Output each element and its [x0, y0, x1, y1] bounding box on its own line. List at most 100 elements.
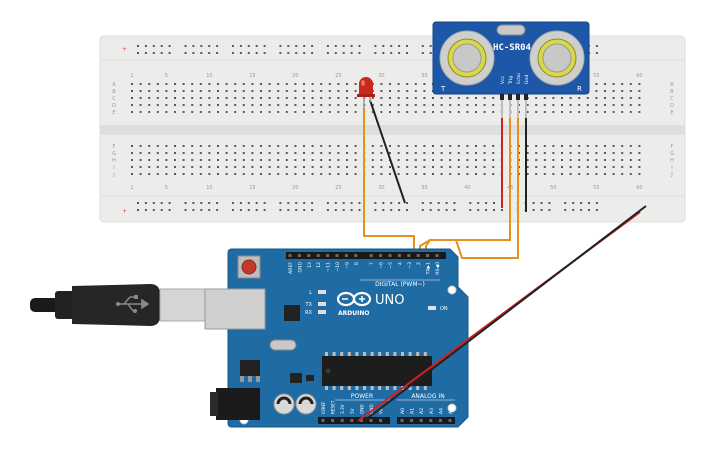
- breadboard-hole[interactable]: [328, 145, 331, 147]
- breadboard-hole[interactable]: [191, 152, 194, 154]
- breadboard-hole[interactable]: [191, 90, 194, 92]
- dc-power-jack[interactable]: [216, 388, 260, 420]
- breadboard-hole[interactable]: [440, 111, 443, 113]
- rail-hole[interactable]: [200, 52, 203, 54]
- breadboard-hole[interactable]: [311, 90, 314, 92]
- breadboard-hole[interactable]: [131, 152, 133, 154]
- breadboard-hole[interactable]: [199, 83, 202, 85]
- breadboard-hole[interactable]: [449, 159, 452, 161]
- breadboard-hole[interactable]: [131, 90, 133, 92]
- breadboard-hole[interactable]: [165, 111, 168, 113]
- breadboard-hole[interactable]: [242, 83, 245, 85]
- breadboard-hole[interactable]: [569, 104, 572, 106]
- breadboard-hole[interactable]: [423, 173, 426, 175]
- breadboard-hole[interactable]: [380, 166, 383, 168]
- breadboard-hole[interactable]: [604, 145, 606, 147]
- breadboard-hole[interactable]: [552, 97, 555, 99]
- breadboard-hole[interactable]: [234, 159, 237, 161]
- breadboard-hole[interactable]: [423, 104, 426, 106]
- rail-hole[interactable]: [168, 209, 171, 211]
- breadboard-hole[interactable]: [337, 152, 340, 154]
- rail-hole[interactable]: [287, 52, 290, 54]
- breadboard-hole[interactable]: [174, 159, 176, 161]
- rail-hole[interactable]: [532, 209, 535, 211]
- rail-hole[interactable]: [326, 202, 329, 204]
- breadboard-hole[interactable]: [217, 104, 219, 106]
- sensor-pin-leg[interactable]: [509, 100, 511, 118]
- breadboard-hole[interactable]: [139, 173, 142, 175]
- breadboard-hole[interactable]: [242, 111, 245, 113]
- breadboard-hole[interactable]: [208, 159, 211, 161]
- digital-pin-hole[interactable]: [354, 254, 358, 257]
- breadboard-hole[interactable]: [552, 111, 555, 113]
- breadboard-hole[interactable]: [406, 173, 409, 175]
- rail-hole[interactable]: [390, 52, 393, 54]
- breadboard-hole[interactable]: [208, 90, 211, 92]
- breadboard-hole[interactable]: [406, 111, 409, 113]
- rail-hole[interactable]: [421, 202, 424, 204]
- breadboard-hole[interactable]: [543, 145, 546, 147]
- breadboard-hole[interactable]: [414, 173, 417, 175]
- breadboard-hole[interactable]: [277, 97, 280, 99]
- breadboard-hole[interactable]: [483, 104, 486, 106]
- breadboard-hole[interactable]: [414, 152, 417, 154]
- analog-pin-hole[interactable]: [448, 419, 452, 422]
- breadboard-hole[interactable]: [234, 145, 237, 147]
- breadboard-hole[interactable]: [320, 145, 323, 147]
- breadboard-hole[interactable]: [389, 111, 391, 113]
- breadboard-hole[interactable]: [629, 97, 632, 99]
- breadboard-hole[interactable]: [492, 152, 495, 154]
- breadboard-hole[interactable]: [629, 104, 632, 106]
- breadboard-hole[interactable]: [638, 104, 641, 106]
- breadboard-hole[interactable]: [268, 111, 271, 113]
- breadboard-hole[interactable]: [303, 97, 305, 99]
- rail-hole[interactable]: [421, 45, 424, 47]
- breadboard-hole[interactable]: [612, 83, 615, 85]
- analog-pin-hole[interactable]: [419, 419, 423, 422]
- breadboard-hole[interactable]: [294, 145, 297, 147]
- breadboard-hole[interactable]: [440, 152, 443, 154]
- breadboard-hole[interactable]: [174, 111, 176, 113]
- breadboard-hole[interactable]: [208, 111, 211, 113]
- breadboard-hole[interactable]: [199, 145, 202, 147]
- breadboard-hole[interactable]: [337, 159, 340, 161]
- breadboard-hole[interactable]: [311, 152, 314, 154]
- breadboard-hole[interactable]: [492, 104, 495, 106]
- breadboard-hole[interactable]: [260, 166, 262, 168]
- breadboard-hole[interactable]: [449, 111, 452, 113]
- breadboard-hole[interactable]: [569, 97, 572, 99]
- breadboard-hole[interactable]: [449, 104, 452, 106]
- rail-hole[interactable]: [532, 202, 535, 204]
- breadboard-hole[interactable]: [260, 111, 262, 113]
- breadboard-hole[interactable]: [242, 152, 245, 154]
- breadboard-hole[interactable]: [165, 97, 168, 99]
- power-pin-hole[interactable]: [331, 419, 335, 422]
- power-pin-hole[interactable]: [350, 419, 354, 422]
- digital-pin-hole[interactable]: [335, 254, 339, 257]
- rail-hole[interactable]: [437, 209, 440, 211]
- rail-hole[interactable]: [350, 45, 353, 47]
- rail-hole[interactable]: [255, 209, 258, 211]
- breadboard-hole[interactable]: [346, 145, 348, 147]
- rail-hole[interactable]: [200, 209, 203, 211]
- rail-hole[interactable]: [160, 209, 163, 211]
- breadboard-hole[interactable]: [380, 97, 383, 99]
- breadboard-hole[interactable]: [182, 166, 185, 168]
- breadboard-hole[interactable]: [397, 104, 400, 106]
- breadboard-hole[interactable]: [389, 173, 391, 175]
- breadboard-hole[interactable]: [277, 166, 280, 168]
- breadboard-hole[interactable]: [303, 90, 305, 92]
- breadboard-hole[interactable]: [526, 111, 529, 113]
- breadboard-hole[interactable]: [225, 159, 228, 161]
- breadboard-hole[interactable]: [354, 152, 357, 154]
- breadboard-hole[interactable]: [303, 159, 305, 161]
- breadboard-hole[interactable]: [277, 83, 280, 85]
- rail-hole[interactable]: [398, 202, 401, 204]
- breadboard-hole[interactable]: [131, 111, 133, 113]
- breadboard-hole[interactable]: [638, 145, 641, 147]
- breadboard-hole[interactable]: [638, 166, 641, 168]
- breadboard-hole[interactable]: [457, 173, 460, 175]
- breadboard-hole[interactable]: [199, 166, 202, 168]
- breadboard-hole[interactable]: [260, 152, 262, 154]
- rail-hole[interactable]: [390, 209, 393, 211]
